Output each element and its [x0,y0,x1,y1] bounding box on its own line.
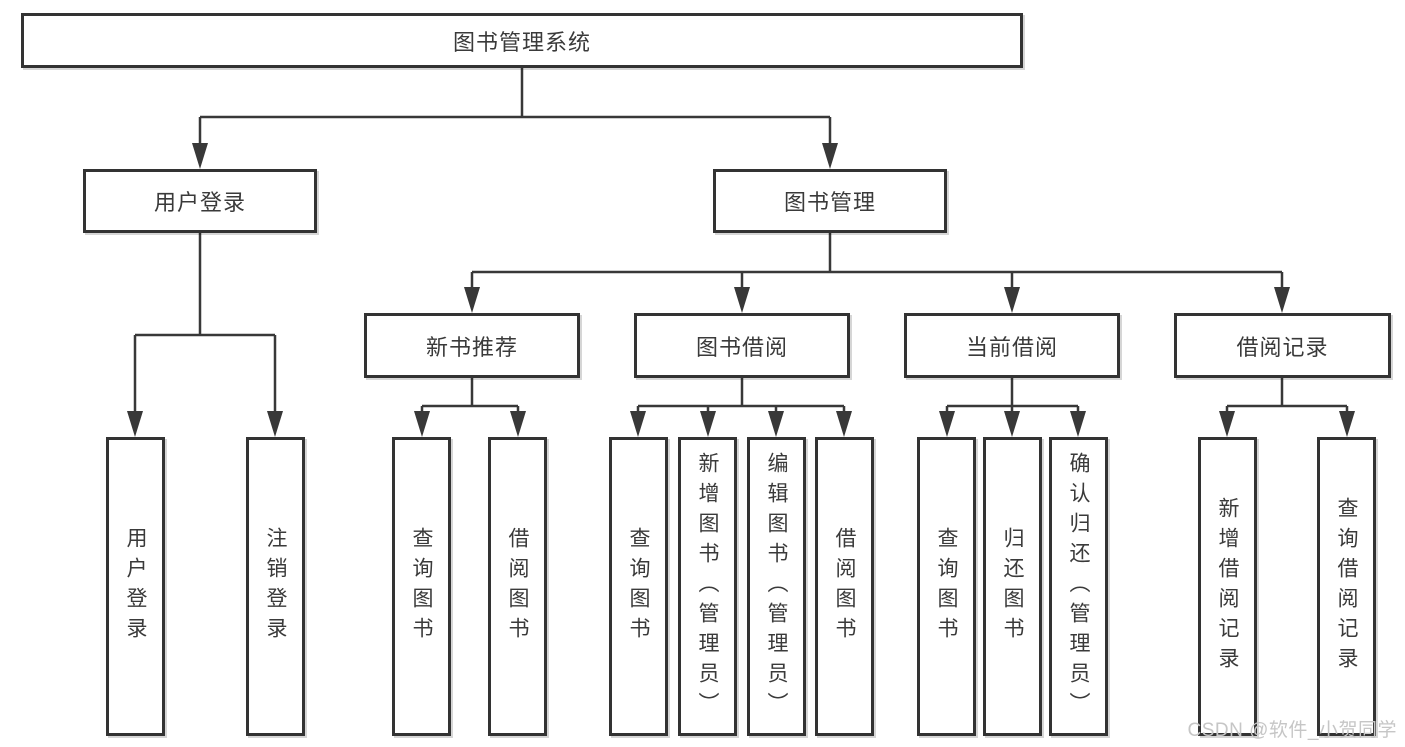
leaf-query-books-recommend-label: 查询图书 [410,526,433,647]
leaf-borrow-books-recommend: 借阅图书 [488,437,547,736]
connector-current-borrow-children [945,378,1080,413]
leaf-confirm-return-admin: 确认归还（管理员） [1049,437,1108,736]
leaf-user-login: 用户登录 [106,437,165,736]
node-new-book-recommend: 新书推荐 [364,313,580,378]
leaf-borrow-books-recommend-label: 借阅图书 [506,526,529,647]
leaf-query-borrow-record-label: 查询借阅记录 [1335,496,1358,677]
node-new-book-recommend-label: 新书推荐 [425,334,518,360]
node-root: 图书管理系统 [21,13,1023,68]
leaf-add-borrow-record: 新增借阅记录 [1198,437,1257,736]
leaf-logout: 注销登录 [246,437,305,736]
leaf-query-borrow-record: 查询借阅记录 [1317,437,1376,736]
connector-user-login-children [133,233,277,413]
connector-strokes [133,68,1349,413]
node-current-borrow: 当前借阅 [904,313,1120,378]
connector-book-borrow-children [636,378,846,413]
node-current-borrow-label: 当前借阅 [965,334,1058,360]
connector-root-to-level2 [198,68,832,145]
leaf-edit-book-admin: 编辑图书（管理员） [747,437,806,736]
leaf-query-books-current: 查询图书 [917,437,976,736]
node-user-login-label: 用户登录 [153,190,246,215]
leaf-query-books-current-label: 查询图书 [935,526,958,647]
leaf-add-borrow-record-label: 新增借阅记录 [1216,496,1239,677]
connector-new-book-children [420,378,520,413]
leaf-confirm-return-admin-label: 确认归还（管理员） [1067,451,1090,722]
leaf-borrow-books: 借阅图书 [815,437,874,736]
node-book-management-label: 图书管理 [783,190,876,215]
arrowheads [127,143,1355,437]
leaf-return-book-label: 归还图书 [1001,526,1024,647]
leaf-query-books-borrow-label: 查询图书 [627,526,650,647]
leaf-return-book: 归还图书 [983,437,1042,736]
leaf-logout-label: 注销登录 [264,526,287,647]
node-borrow-records-label: 借阅记录 [1236,334,1329,360]
node-user-login: 用户登录 [83,169,317,233]
node-book-management: 图书管理 [713,169,947,233]
leaf-add-book-admin: 新增图书（管理员） [678,437,737,736]
connector-book-management-to-level3 [470,233,1284,289]
leaf-user-login-label: 用户登录 [124,526,147,647]
node-root-label: 图书管理系统 [452,29,591,55]
leaf-query-books-borrow: 查询图书 [609,437,668,736]
leaf-query-books-recommend: 查询图书 [392,437,451,736]
node-book-borrow: 图书借阅 [634,313,850,378]
leaf-borrow-books-label: 借阅图书 [833,526,856,647]
connector-borrow-record-children [1225,378,1349,413]
arrowhead-set [127,143,1355,437]
node-book-borrow-label: 图书借阅 [695,334,788,360]
node-borrow-records: 借阅记录 [1174,313,1391,378]
watermark: CSDN @软件_小贺同学 [1187,720,1397,741]
leaf-add-book-admin-label: 新增图书（管理员） [696,451,719,722]
leaf-edit-book-admin-label: 编辑图书（管理员） [765,451,788,722]
